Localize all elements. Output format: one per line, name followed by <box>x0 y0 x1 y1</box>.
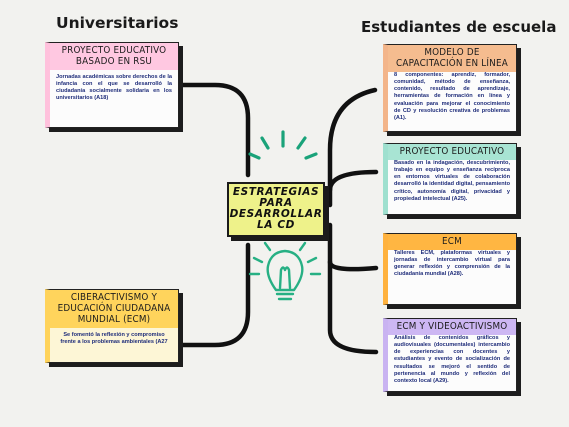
card-body: 8 componentes: aprendiz, formador, comun… <box>394 71 510 121</box>
central-title-line-3: DESARROLLAR <box>229 208 323 220</box>
card-ciberactivismo: CIBERACTIVISMO Y EDUCACIÓN CIUDADANA MUN… <box>45 289 179 363</box>
lightbulb-icon <box>248 241 322 301</box>
card-ecm: ECM Talleres ECM, plataformas virtuales … <box>383 233 517 305</box>
card-proyecto-educativo-rsu: PROYECTO EDUCATIVO BASADO EN RSU Jornada… <box>45 42 179 128</box>
card-title-line: ECM Y VIDEOACTIVISMO <box>396 321 508 332</box>
spark-rays-icon <box>248 130 318 160</box>
card-title: MODELO DE CAPACITACIÓN EN LÍNEA <box>388 45 516 72</box>
central-title-line-1: ESTRATEGIAS <box>232 186 320 198</box>
card-ecm-videoactivismo: ECM Y VIDEOACTIVISMO Análisis de conteni… <box>383 318 517 392</box>
card-title-line: MUNDIAL (ECM) <box>77 313 151 325</box>
card-title-line: MODELO DE <box>424 47 480 58</box>
connector-videoactivismo <box>327 259 379 355</box>
card-body: Talleres ECM, plataformas virtuales y jo… <box>394 249 510 278</box>
card-title-line: BASADO EN RSU <box>75 55 153 67</box>
central-node: ESTRATEGIAS PARA DESARROLLAR LA CD <box>227 182 325 237</box>
connector-rsu <box>180 82 251 178</box>
card-title-line: PROYECTO EDUCATIVO <box>399 146 505 157</box>
card-title: PROYECTO EDUCATIVO <box>388 144 516 160</box>
central-title: ESTRATEGIAS PARA DESARROLLAR LA CD <box>229 187 323 231</box>
central-title-line-2: PARA <box>259 197 293 209</box>
connector-ciberactivismo <box>180 242 251 348</box>
card-title: PROYECTO EDUCATIVO BASADO EN RSU <box>50 43 178 70</box>
card-title-line: ECM <box>442 236 462 247</box>
card-body: Se fomentó la reflexión y compromiso fre… <box>60 331 168 346</box>
connector-proyecto <box>327 169 379 193</box>
card-title-line: PROYECTO EDUCATIVO <box>61 45 167 56</box>
heading-estudiantes-de-escuela: Estudiantes de escuela <box>361 18 557 36</box>
connector-ecm <box>327 222 379 272</box>
card-body: Basado en la indagación, descubrimiento,… <box>394 159 510 202</box>
card-proyecto-educativo: PROYECTO EDUCATIVO Basado en la indagaci… <box>383 143 517 215</box>
heading-universitarios: Universitarios <box>56 14 179 32</box>
card-title: ECM <box>388 234 516 250</box>
central-title-line-4: LA CD <box>257 219 295 231</box>
card-title-line: CAPACITACIÓN EN LÍNEA <box>396 57 508 69</box>
card-title-line: CIBERACTIVISMO Y <box>70 292 158 303</box>
card-title: CIBERACTIVISMO Y EDUCACIÓN CIUDADANA MUN… <box>50 290 178 328</box>
card-title-line: EDUCACIÓN CIUDADANA <box>57 302 171 314</box>
card-body: Análisis de contenidos gráficos y audiov… <box>394 334 510 384</box>
card-title: ECM Y VIDEOACTIVISMO <box>388 319 516 335</box>
card-modelo-capacitacion: MODELO DE CAPACITACIÓN EN LÍNEA 8 compon… <box>383 44 517 132</box>
connector-trunk-right <box>327 87 378 208</box>
card-body: Jornadas académicas sobre derechos de la… <box>56 73 172 102</box>
